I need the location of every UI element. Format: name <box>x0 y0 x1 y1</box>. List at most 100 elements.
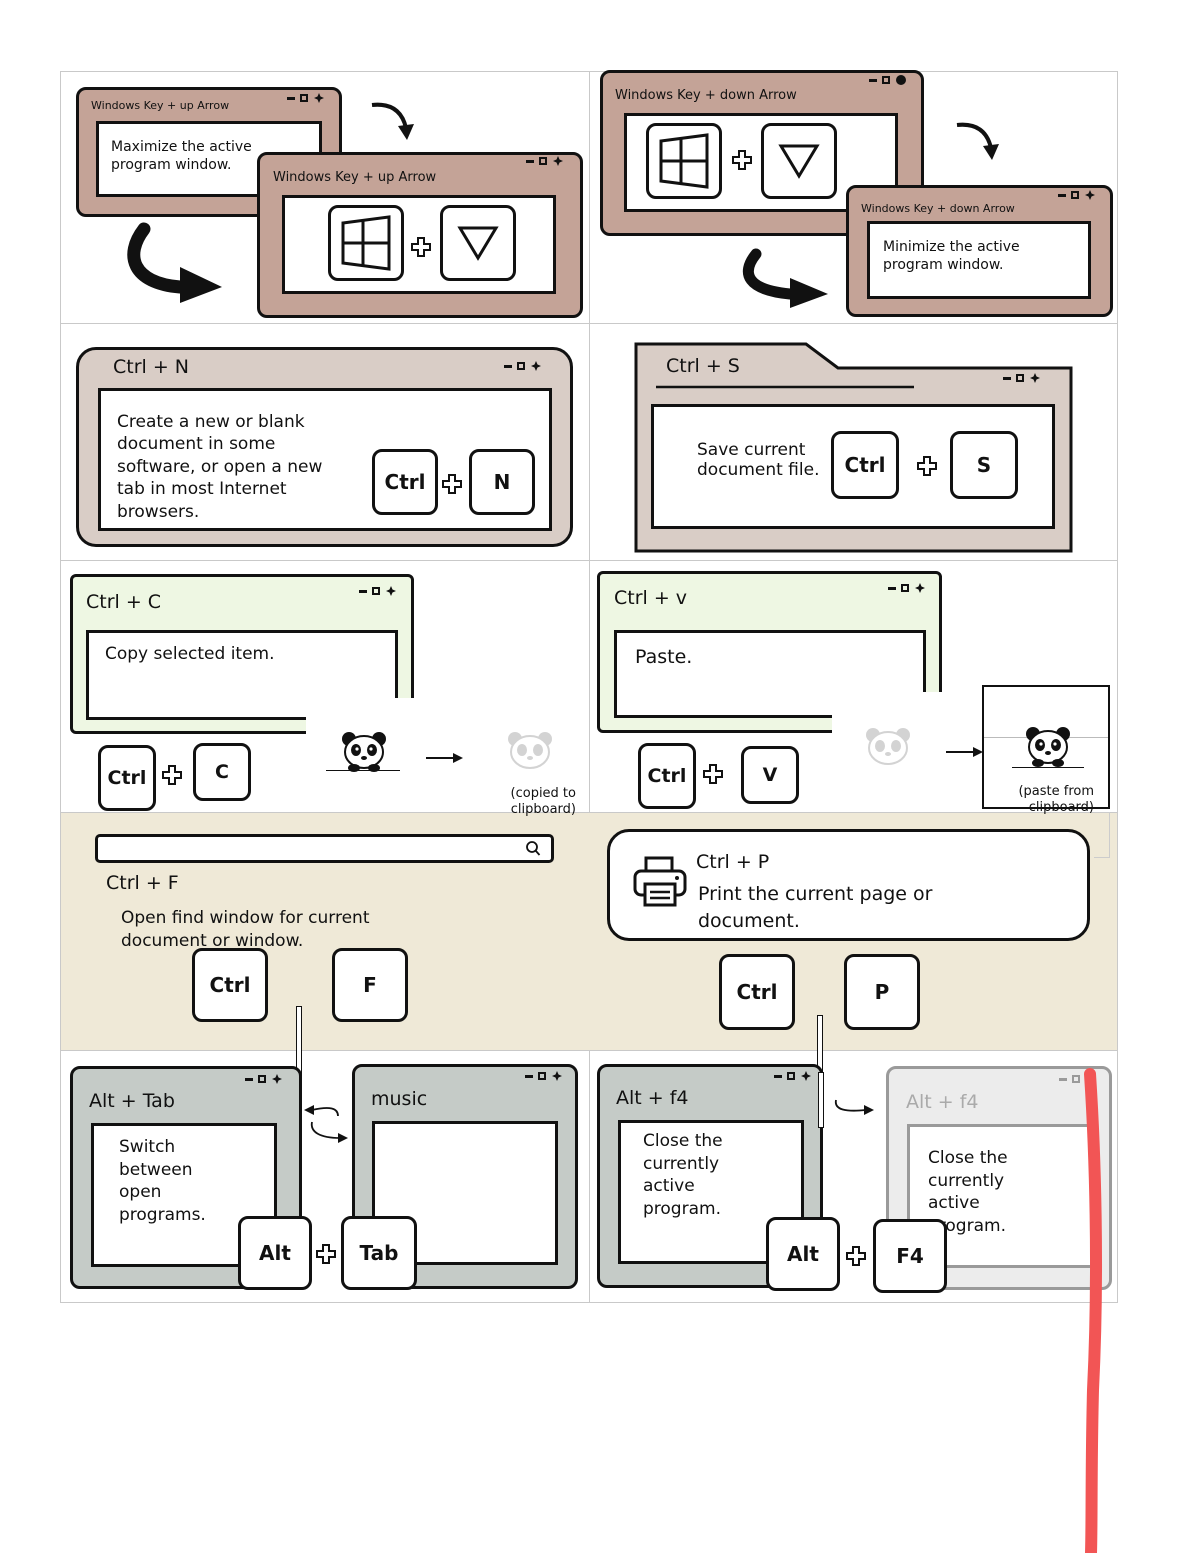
close-icon <box>386 586 396 596</box>
close-icon <box>801 1071 811 1081</box>
plus-icon <box>162 765 182 785</box>
description: Close the currently active program. <box>928 1148 1008 1236</box>
window-body <box>282 195 556 294</box>
window-controls <box>1003 372 1041 384</box>
large-window: Windows Key + up Arrow <box>257 152 583 318</box>
windows-logo-icon <box>341 215 391 271</box>
plus-icon <box>703 764 723 784</box>
panda-icon <box>342 732 386 772</box>
maximize-icon <box>517 362 525 370</box>
window-title: music <box>371 1088 428 1110</box>
description: Create a new or blank document in some s… <box>117 412 323 522</box>
panda-icon <box>866 728 910 765</box>
curved-arrow-icon <box>834 1099 874 1115</box>
maximize-icon <box>539 157 547 165</box>
print-dialog: Ctrl + P Print the current page or docum… <box>607 829 1090 941</box>
window-title: Alt + f4 <box>906 1091 979 1113</box>
window-controls <box>525 1070 563 1082</box>
up-arrow-key <box>440 205 516 281</box>
maximize-icon <box>538 1072 546 1080</box>
window: Alt + Tab Switch between open programs. <box>70 1066 302 1289</box>
window-controls <box>869 74 907 86</box>
plus-icon <box>732 150 752 170</box>
maximize-icon <box>372 587 380 595</box>
minimize-icon <box>245 1077 253 1081</box>
search-input[interactable] <box>95 834 554 863</box>
description: Copy selected item. <box>105 644 275 664</box>
faded-panda-card <box>832 692 942 804</box>
p-key: P <box>844 954 920 1030</box>
window-controls <box>526 155 564 167</box>
description: Open find window for current document or… <box>121 908 370 951</box>
minimize-icon <box>287 96 295 100</box>
down-triangle-icon <box>457 226 499 261</box>
ctrl-key: Ctrl <box>98 745 156 811</box>
panda-icon <box>1026 727 1070 767</box>
window-body: Create a new or blank document in some s… <box>98 388 552 531</box>
window-controls <box>774 1070 812 1082</box>
clipboard-card <box>982 685 1110 809</box>
windows-key <box>646 123 722 199</box>
window-title: Alt + Tab <box>89 1090 175 1112</box>
big-curved-arrow-icon <box>127 222 222 303</box>
close-icon <box>1085 190 1095 200</box>
window-controls <box>245 1073 283 1085</box>
ledge-line <box>326 770 400 771</box>
close-icon <box>272 1074 282 1084</box>
minimize-icon <box>888 586 896 590</box>
maximize-icon <box>300 94 308 102</box>
window-controls <box>359 585 397 597</box>
window-title: Ctrl + S <box>666 355 740 377</box>
window: Ctrl + N Create a new or blank document … <box>76 347 573 547</box>
row-divider <box>60 812 1118 813</box>
s-key: S <box>950 431 1018 499</box>
swap-arrows-icon <box>304 1105 348 1143</box>
search-icon <box>526 841 541 856</box>
column-divider <box>589 71 590 1303</box>
window-controls <box>504 360 542 372</box>
ctrl-key: Ctrl <box>719 954 795 1030</box>
description: Minimize the active program window. <box>883 239 1020 274</box>
down-triangle-icon <box>778 144 820 179</box>
close-icon <box>1030 373 1040 383</box>
tab-key: Tab <box>341 1216 417 1290</box>
plus-icon <box>917 456 937 476</box>
window-body: Minimize the active program window. <box>867 221 1091 299</box>
window-body: Switch between open programs. <box>91 1123 277 1267</box>
window-controls <box>888 582 926 594</box>
faded-panda-card <box>472 700 584 800</box>
card-shadow-edge <box>1094 812 1110 858</box>
panda-icon <box>508 732 552 769</box>
window-title: Windows Key + up Arrow <box>91 99 230 112</box>
description: Paste. <box>635 646 693 668</box>
ctrl-key: Ctrl <box>831 431 899 499</box>
minimize-icon <box>1059 1077 1067 1081</box>
minimize-icon <box>774 1074 782 1078</box>
close-icon <box>531 361 541 371</box>
plus-icon <box>846 1246 866 1266</box>
minimize-icon <box>869 78 877 82</box>
c-key: C <box>193 743 251 801</box>
curved-arrow-icon <box>371 102 414 140</box>
alt-key: Alt <box>766 1217 840 1291</box>
description: Close the currently active program. <box>643 1131 723 1219</box>
curved-arrow-icon <box>956 122 999 160</box>
maximize-icon <box>1016 374 1024 382</box>
windows-logo-icon <box>659 133 709 189</box>
f4-key: F4 <box>873 1219 947 1293</box>
plus-icon <box>442 474 462 494</box>
plus-icon <box>316 1244 336 1264</box>
paste-caption: (paste from clipboard) <box>1018 784 1094 815</box>
minimize-icon <box>1058 193 1066 197</box>
right-arrow-icon <box>426 753 463 763</box>
close-icon <box>915 583 925 593</box>
copy-caption: (copied to clipboard) <box>510 786 576 817</box>
down-arrow-key <box>761 123 837 199</box>
row-divider <box>60 560 1118 561</box>
shortcut-title: Ctrl + P <box>696 851 770 873</box>
printer-icon <box>633 856 687 907</box>
minimize-icon <box>526 159 534 163</box>
close-icon <box>553 156 563 166</box>
window-title: Ctrl + v <box>614 587 688 609</box>
red-marker-stroke <box>1084 1068 1102 1553</box>
